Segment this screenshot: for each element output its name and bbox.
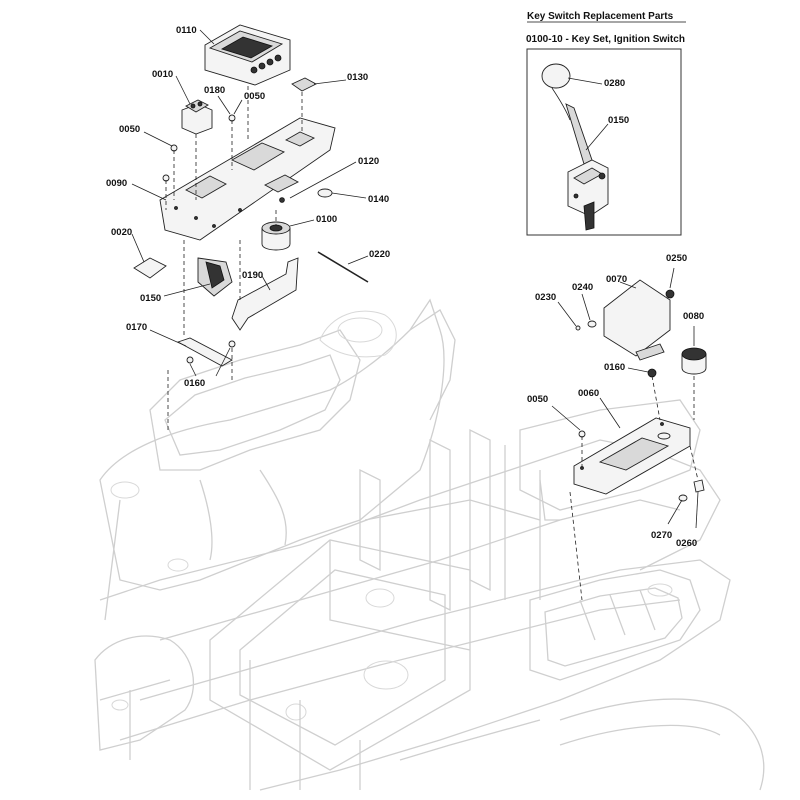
mounting-plate bbox=[573, 417, 691, 495]
callout-0150: 0150 bbox=[608, 115, 629, 126]
plate-washer bbox=[678, 494, 688, 502]
cover-screw bbox=[575, 325, 581, 331]
dash-panel bbox=[159, 117, 336, 241]
nut-b bbox=[228, 340, 236, 348]
mounting-bracket bbox=[231, 257, 299, 331]
callout-0160: 0160 bbox=[184, 378, 205, 389]
callout-0080: 0080 bbox=[683, 311, 704, 322]
ignition-knob bbox=[681, 347, 707, 375]
plate-bolt bbox=[693, 479, 705, 493]
o-ring bbox=[317, 188, 333, 198]
callout-0230: 0230 bbox=[535, 292, 556, 303]
key-fob bbox=[541, 63, 571, 121]
callout-0050: 0050 bbox=[119, 124, 140, 135]
callout-0090: 0090 bbox=[106, 178, 127, 189]
inset-subtitle: 0100-10 - Key Set, Ignition Switch bbox=[526, 34, 685, 45]
callout-0070: 0070 bbox=[606, 274, 627, 285]
bezel bbox=[133, 257, 167, 279]
display-module bbox=[204, 24, 291, 86]
callout-0240: 0240 bbox=[572, 282, 593, 293]
harness-switch bbox=[197, 257, 233, 297]
callout-0050: 0050 bbox=[527, 394, 548, 405]
access-cover bbox=[603, 279, 671, 357]
nut-a bbox=[186, 356, 194, 364]
callout-0170: 0170 bbox=[126, 322, 147, 333]
leader-lines bbox=[131, 29, 699, 529]
callout-0050: 0050 bbox=[244, 91, 265, 102]
ignition-switch bbox=[261, 221, 291, 251]
retaining-strap bbox=[176, 337, 233, 367]
cover-assembly bbox=[569, 279, 707, 601]
inset-title: Key Switch Replacement Parts bbox=[527, 11, 674, 22]
hinge bbox=[635, 343, 665, 361]
callout-0280: 0280 bbox=[604, 78, 625, 89]
callout-0020: 0020 bbox=[111, 227, 132, 238]
dash-assembly bbox=[133, 24, 369, 430]
chassis-frame bbox=[94, 298, 765, 791]
callout-labels: 0110 0010 0180 0050 0130 0050 0120 0090 … bbox=[106, 25, 704, 549]
callout-0060: 0060 bbox=[578, 388, 599, 399]
callout-0270: 0270 bbox=[651, 530, 672, 541]
callout-0100: 0100 bbox=[316, 214, 337, 225]
callout-0010: 0010 bbox=[152, 69, 173, 80]
callout-0140: 0140 bbox=[368, 194, 389, 205]
washer bbox=[587, 320, 597, 328]
cover-knob bbox=[665, 289, 675, 299]
callout-0260: 0260 bbox=[676, 538, 697, 549]
key-switch-inset bbox=[526, 48, 682, 236]
callout-0110: 0110 bbox=[176, 25, 197, 36]
cable-tie bbox=[317, 251, 369, 283]
nut-c bbox=[647, 368, 657, 378]
callout-0120: 0120 bbox=[358, 156, 379, 167]
callout-0220: 0220 bbox=[369, 249, 390, 260]
callout-0190: 0190 bbox=[242, 270, 263, 281]
cover-cap bbox=[291, 77, 317, 92]
rocker-switch bbox=[181, 99, 213, 135]
callout-0180: 0180 bbox=[204, 85, 225, 96]
callout-0160: 0160 bbox=[604, 362, 625, 373]
callout-0150: 0150 bbox=[140, 293, 161, 304]
key-switch-body bbox=[567, 159, 609, 231]
callout-0250: 0250 bbox=[666, 253, 687, 264]
callout-0130: 0130 bbox=[347, 72, 368, 83]
